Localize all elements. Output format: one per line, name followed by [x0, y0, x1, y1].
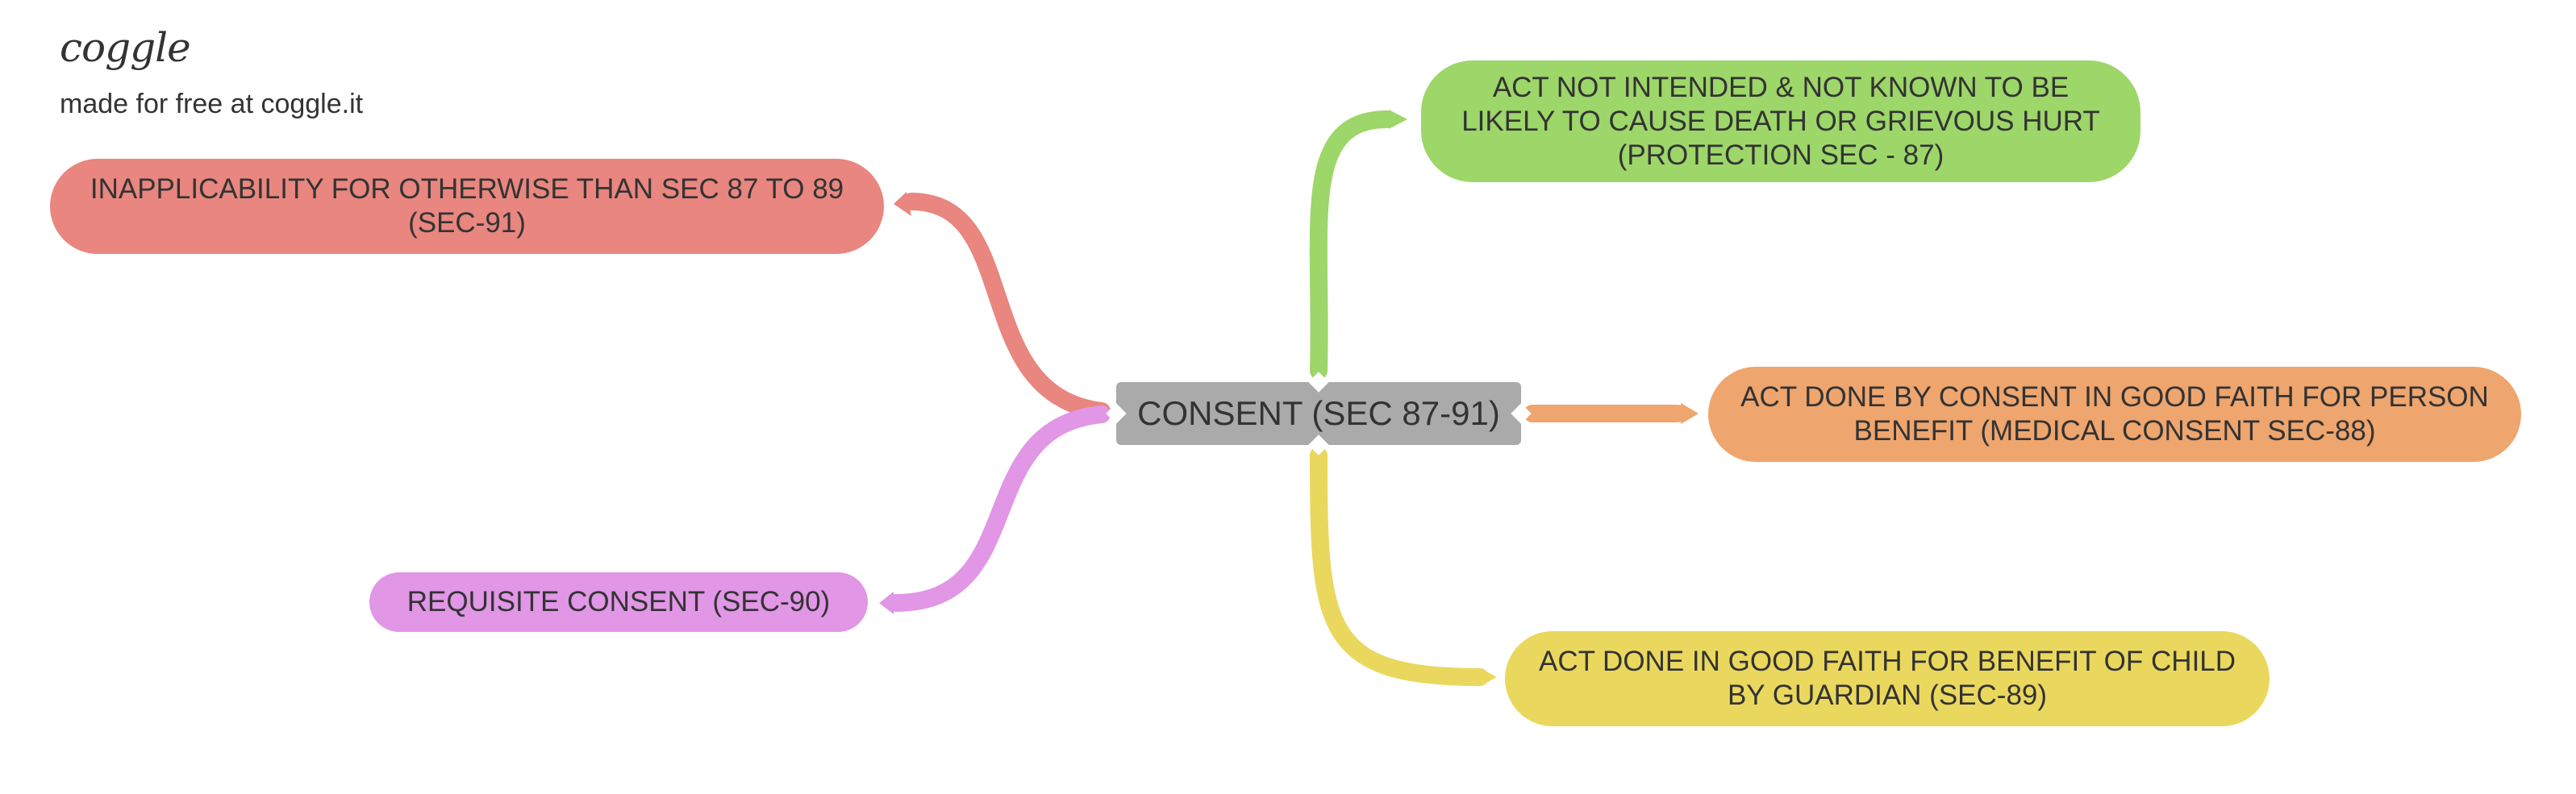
made-with-tagline[interactable]: made for free at coggle.it — [60, 89, 364, 119]
connector-yellow — [1310, 447, 1489, 686]
connector-orange-tip — [1681, 403, 1699, 424]
connector-purple-tip — [879, 592, 894, 614]
connector-purple — [886, 405, 1111, 612]
coggle-logo[interactable]: coggle — [60, 24, 191, 71]
node-label: ACT DONE BY CONSENT IN GOOD FAITH FOR PE… — [1740, 381, 2489, 447]
connector-yellow-tip — [1479, 667, 1497, 687]
node-guardian-sec-89[interactable]: ACT DONE IN GOOD FAITH FOR BENEFIT OF CH… — [1505, 631, 2270, 726]
connector-green-tip — [1389, 110, 1407, 129]
node-label: ACT NOT INTENDED & NOT KNOWN TO BE LIKEL… — [1461, 71, 2100, 171]
node-inapplicability-sec-91[interactable]: INAPPLICABILITY FOR OTHERWISE THAN SEC 8… — [50, 159, 884, 254]
connector-red — [902, 193, 1111, 420]
connector-green — [1309, 110, 1396, 380]
node-protection-sec-87[interactable]: ACT NOT INTENDED & NOT KNOWN TO BE LIKEL… — [1421, 60, 2140, 182]
connector-red-tip — [894, 192, 911, 216]
node-medical-consent-sec-88[interactable]: ACT DONE BY CONSENT IN GOOD FAITH FOR PE… — [1708, 367, 2521, 462]
central-node-consent[interactable]: CONSENT (SEC 87-91) — [1116, 382, 1521, 445]
node-label: REQUISITE CONSENT (SEC-90) — [406, 586, 831, 617]
node-label: ACT DONE IN GOOD FAITH FOR BENEFIT OF CH… — [1538, 646, 2236, 711]
node-requisite-consent-sec-90[interactable]: REQUISITE CONSENT (SEC-90) — [369, 572, 868, 632]
node-label: INAPPLICABILITY FOR OTHERWISE THAN SEC 8… — [90, 173, 844, 239]
central-node-label: CONSENT (SEC 87-91) — [1137, 394, 1500, 432]
